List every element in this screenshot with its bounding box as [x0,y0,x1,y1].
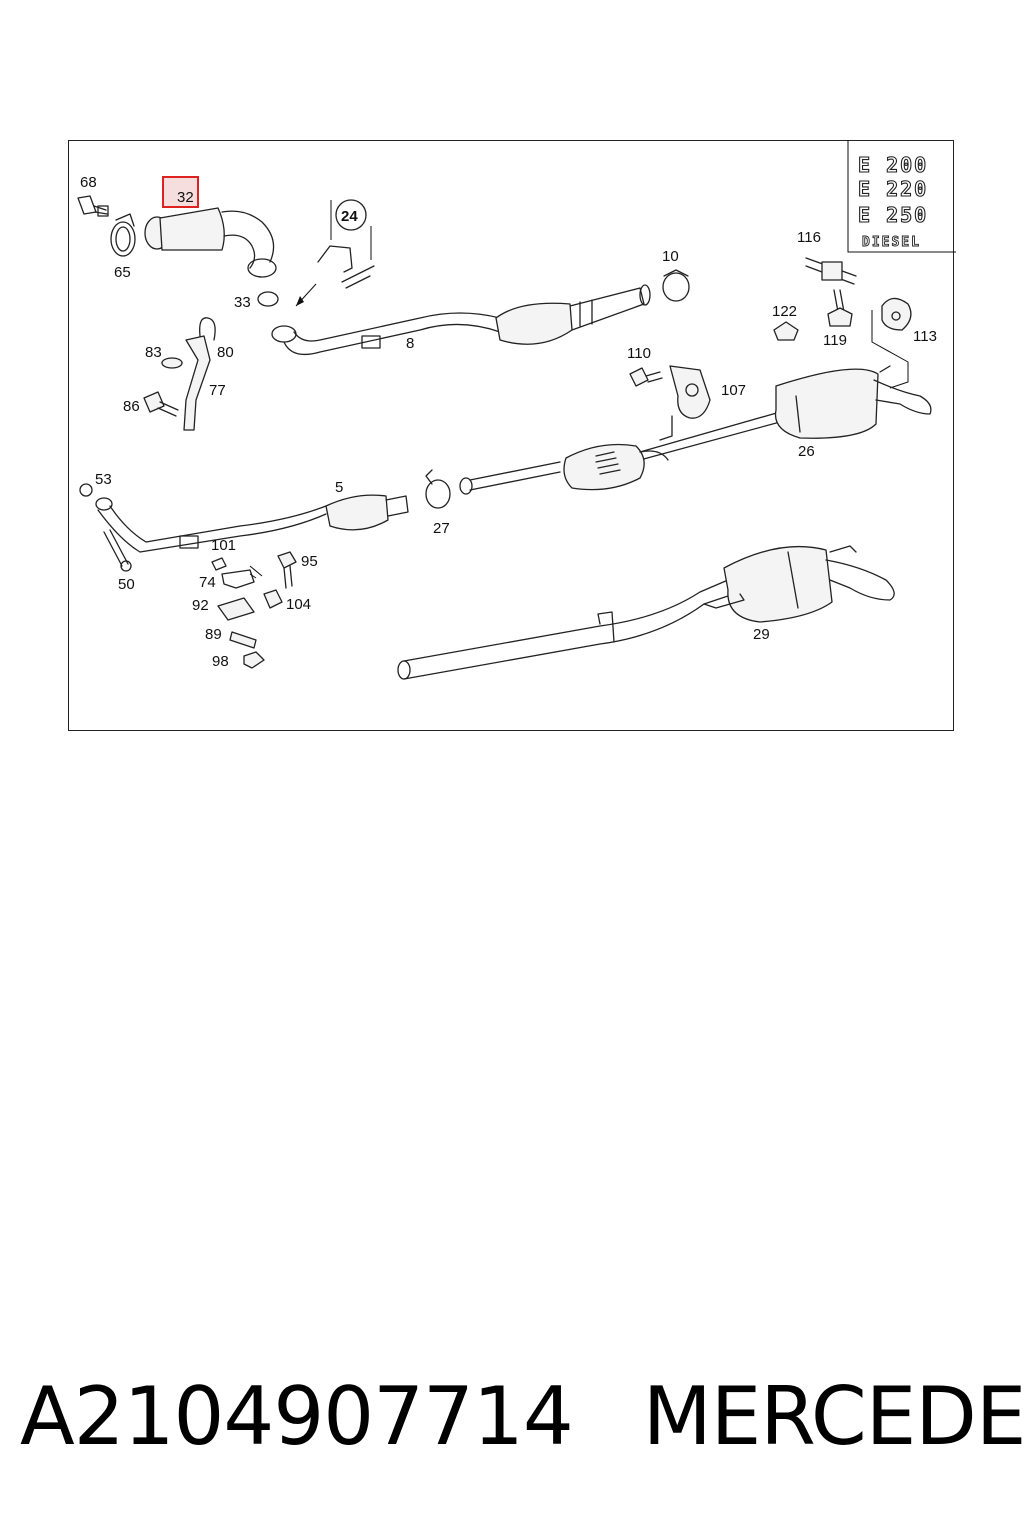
nut-104[interactable] [263,589,283,609]
model-label-1: E 200 [858,153,928,177]
bracket-92[interactable] [217,597,255,621]
brand-name: MERCEDES [642,1370,1024,1463]
label-95: 95 [301,553,318,570]
rear-muffler-26[interactable] [639,365,932,461]
clip-89[interactable] [229,631,257,649]
clip-101[interactable] [211,557,227,571]
bracket-74[interactable] [221,569,255,589]
bolt-110[interactable] [629,367,663,387]
center-muffler[interactable] [469,443,669,491]
label-53: 53 [95,471,112,488]
label-26: 26 [798,443,815,460]
label-104: 104 [286,596,311,613]
label-68: 68 [80,174,97,191]
washer-83[interactable] [161,357,183,369]
highlight-box-32 [162,176,199,208]
label-86: 86 [123,398,140,415]
label-27: 27 [433,520,450,537]
label-10: 10 [662,248,679,265]
label-101: 101 [211,537,236,554]
rubber-mount-113[interactable] [871,297,912,389]
part-labels: 68 32 24 65 33 10 116 122 119 113 83 80 … [80,174,937,670]
bolt-86[interactable] [143,391,179,417]
nut-122[interactable] [773,321,799,341]
bolt-119[interactable] [827,289,853,327]
bolt-95[interactable] [277,551,297,589]
part-caption: A2104907714 MERCEDES [20,1370,1024,1463]
label-8: 8 [406,335,414,352]
hanger-116[interactable] [805,257,857,285]
label-33: 33 [234,294,251,311]
part-number: A2104907714 [20,1370,574,1463]
diagram-frame [68,140,954,731]
label-107: 107 [721,382,746,399]
gasket-33[interactable] [257,291,279,307]
fuel-label: DIESEL [862,235,921,250]
front-pipe-8[interactable] [271,284,651,356]
label-89: 89 [205,626,222,643]
label-122: 122 [772,303,797,320]
label-50: 50 [118,576,135,593]
label-29: 29 [753,626,770,643]
label-83: 83 [145,344,162,361]
label-65: 65 [114,264,131,281]
label-80: 80 [217,344,234,361]
clamp-65[interactable] [110,213,136,257]
rear-muffler-29[interactable] [397,545,895,680]
bracket-24[interactable] [295,199,375,307]
front-pipe-5[interactable] [79,483,409,553]
bracket-77[interactable] [183,335,211,431]
label-32[interactable]: 32 [177,189,194,206]
hanger-107[interactable] [659,365,711,441]
bolt-50[interactable] [103,529,129,567]
catalytic-converter-32[interactable] [144,207,277,278]
label-92: 92 [192,597,209,614]
label-5: 5 [335,479,343,496]
label-24: 24 [341,208,358,225]
label-74: 74 [199,574,216,591]
bolt-68[interactable] [77,195,109,217]
exhaust-system-diagram: E 200 E 220 E 250 DIESEL [77,140,956,680]
label-116: 116 [797,229,821,246]
label-77: 77 [209,382,226,399]
nut-98[interactable] [243,651,265,669]
model-label-2: E 220 [858,177,928,201]
label-110: 110 [627,345,651,362]
label-119: 119 [823,332,847,349]
model-label-3: E 250 [858,203,928,227]
clamp-27[interactable] [425,469,473,509]
clamp-10[interactable] [662,269,690,302]
leader-lines [249,565,263,579]
u-bolt-80[interactable] [199,317,216,341]
model-badge: E 200 E 220 E 250 DIESEL [847,140,956,253]
label-113: 113 [913,328,937,345]
label-98: 98 [212,653,229,670]
